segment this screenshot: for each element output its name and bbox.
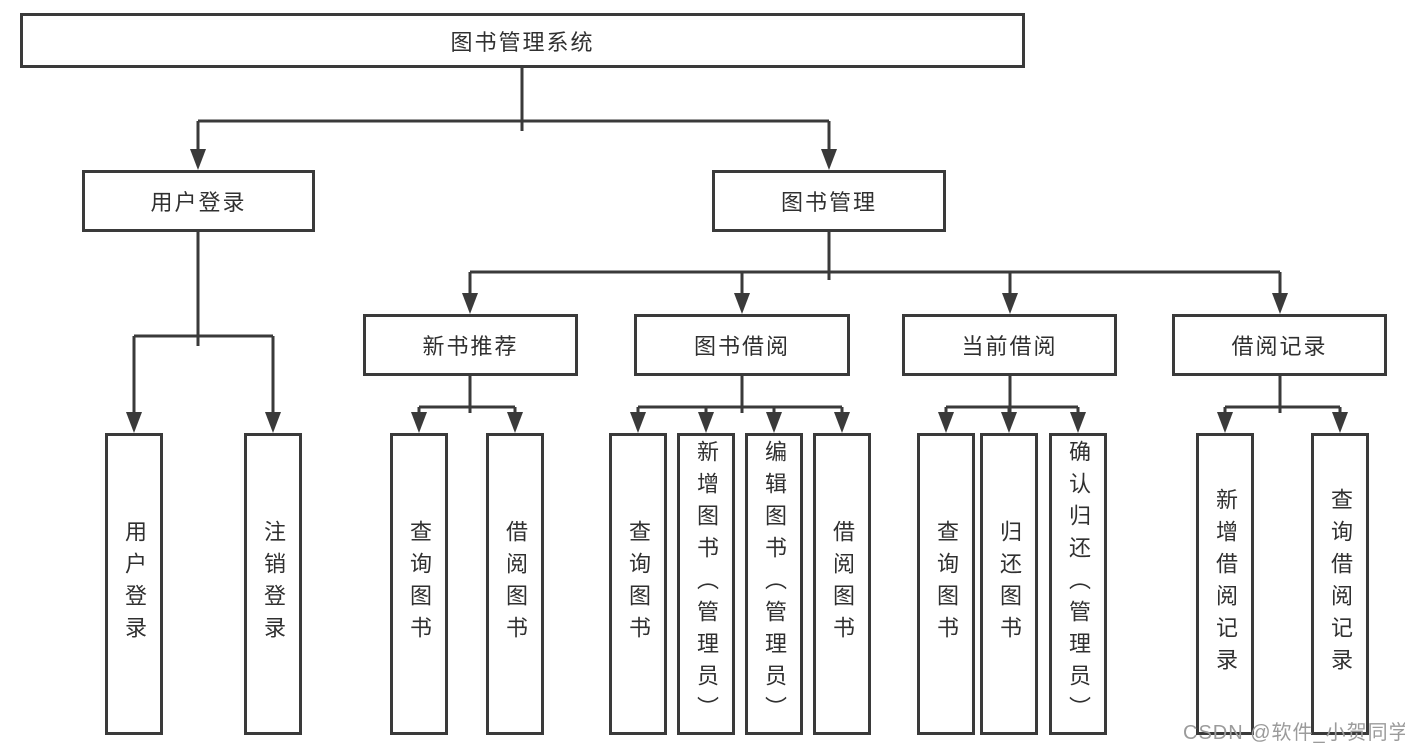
leaf-edit-books-admin-label: 编辑图书（管理员） — [762, 440, 787, 728]
connector-book-mgmt-split — [468, 232, 1282, 295]
arrow-down-icon — [1217, 412, 1233, 433]
node-book-borrow: 图书借阅 — [634, 314, 850, 376]
connector-book-borrow-split — [636, 376, 844, 414]
leaf-return-books-label: 归还图书 — [997, 520, 1022, 648]
connector-new-books-split — [417, 376, 517, 414]
node-borrow-records: 借阅记录 — [1172, 314, 1387, 376]
leaf-query-books-borrow: 查询图书 — [609, 433, 667, 735]
arrow-down-icon — [1070, 412, 1086, 433]
arrow-down-icon — [630, 412, 646, 433]
node-book-mgmt: 图书管理 — [712, 170, 946, 232]
leaf-confirm-return-admin-label: 确认归还（管理员） — [1066, 440, 1091, 728]
leaf-query-books-recommend-label: 查询图书 — [407, 520, 432, 648]
arrow-down-icon — [821, 149, 837, 170]
leaf-user-login: 用户登录 — [105, 433, 163, 735]
node-borrow-records-label: 借阅记录 — [1231, 334, 1328, 359]
connector-borrow-records-split — [1223, 376, 1342, 414]
arrow-down-icon — [834, 412, 850, 433]
arrow-down-icon — [1002, 293, 1018, 314]
leaf-query-books-borrow-label: 查询图书 — [626, 520, 651, 648]
leaf-query-books-recommend: 查询图书 — [390, 433, 448, 735]
arrow-down-icon — [766, 412, 782, 433]
leaf-logout-login: 注销登录 — [244, 433, 302, 735]
node-current-borrow-label: 当前借阅 — [961, 334, 1058, 359]
leaf-borrow-books-recommend-label: 借阅图书 — [503, 520, 528, 648]
leaf-logout-login-label: 注销登录 — [261, 520, 286, 648]
arrow-down-icon — [126, 412, 142, 433]
leaf-query-borrow-record-label: 查询借阅记录 — [1328, 488, 1353, 680]
node-current-borrow: 当前借阅 — [902, 314, 1117, 376]
arrow-down-icon — [507, 412, 523, 433]
node-new-books-label: 新书推荐 — [422, 334, 519, 359]
arrow-down-icon — [462, 293, 478, 314]
arrow-down-icon — [411, 412, 427, 433]
arrow-down-icon — [938, 412, 954, 433]
leaf-confirm-return-admin: 确认归还（管理员） — [1049, 433, 1107, 735]
node-user-login: 用户登录 — [82, 170, 315, 232]
node-user-login-label: 用户登录 — [150, 190, 247, 215]
csdn-watermark: CSDN @软件_小贺同学 — [1183, 722, 1405, 744]
leaf-return-books: 归还图书 — [980, 433, 1038, 735]
leaf-borrow-books-recommend: 借阅图书 — [486, 433, 544, 735]
leaf-query-books-current: 查询图书 — [917, 433, 975, 735]
arrow-down-icon — [265, 412, 281, 433]
arrow-down-icon — [1001, 412, 1017, 433]
leaf-borrow-books-borrow: 借阅图书 — [813, 433, 871, 735]
leaf-add-borrow-record-label: 新增借阅记录 — [1213, 488, 1238, 680]
arrow-down-icon — [190, 149, 206, 170]
node-book-mgmt-label: 图书管理 — [780, 190, 877, 215]
arrow-down-icon — [1332, 412, 1348, 433]
node-root-label: 图书管理系统 — [450, 29, 595, 55]
leaf-add-books-admin-label: 新增图书（管理员） — [694, 440, 719, 728]
arrow-down-icon — [698, 412, 714, 433]
leaf-add-borrow-record: 新增借阅记录 — [1196, 433, 1254, 735]
leaf-query-books-current-label: 查询图书 — [934, 520, 959, 648]
leaf-edit-books-admin: 编辑图书（管理员） — [745, 433, 803, 735]
leaf-borrow-books-borrow-label: 借阅图书 — [830, 520, 855, 648]
node-new-books: 新书推荐 — [363, 314, 578, 376]
leaf-add-books-admin: 新增图书（管理员） — [677, 433, 735, 735]
node-root: 图书管理系统 — [20, 13, 1025, 68]
node-book-borrow-label: 图书借阅 — [693, 334, 790, 359]
connector-current-borrow-split — [944, 376, 1080, 414]
connector-root-split — [196, 68, 831, 151]
arrow-down-icon — [1272, 293, 1288, 314]
leaf-user-login-label: 用户登录 — [122, 520, 147, 648]
leaf-query-borrow-record: 查询借阅记录 — [1311, 433, 1369, 735]
arrow-down-icon — [734, 293, 750, 314]
connector-user-login-split — [132, 232, 275, 414]
